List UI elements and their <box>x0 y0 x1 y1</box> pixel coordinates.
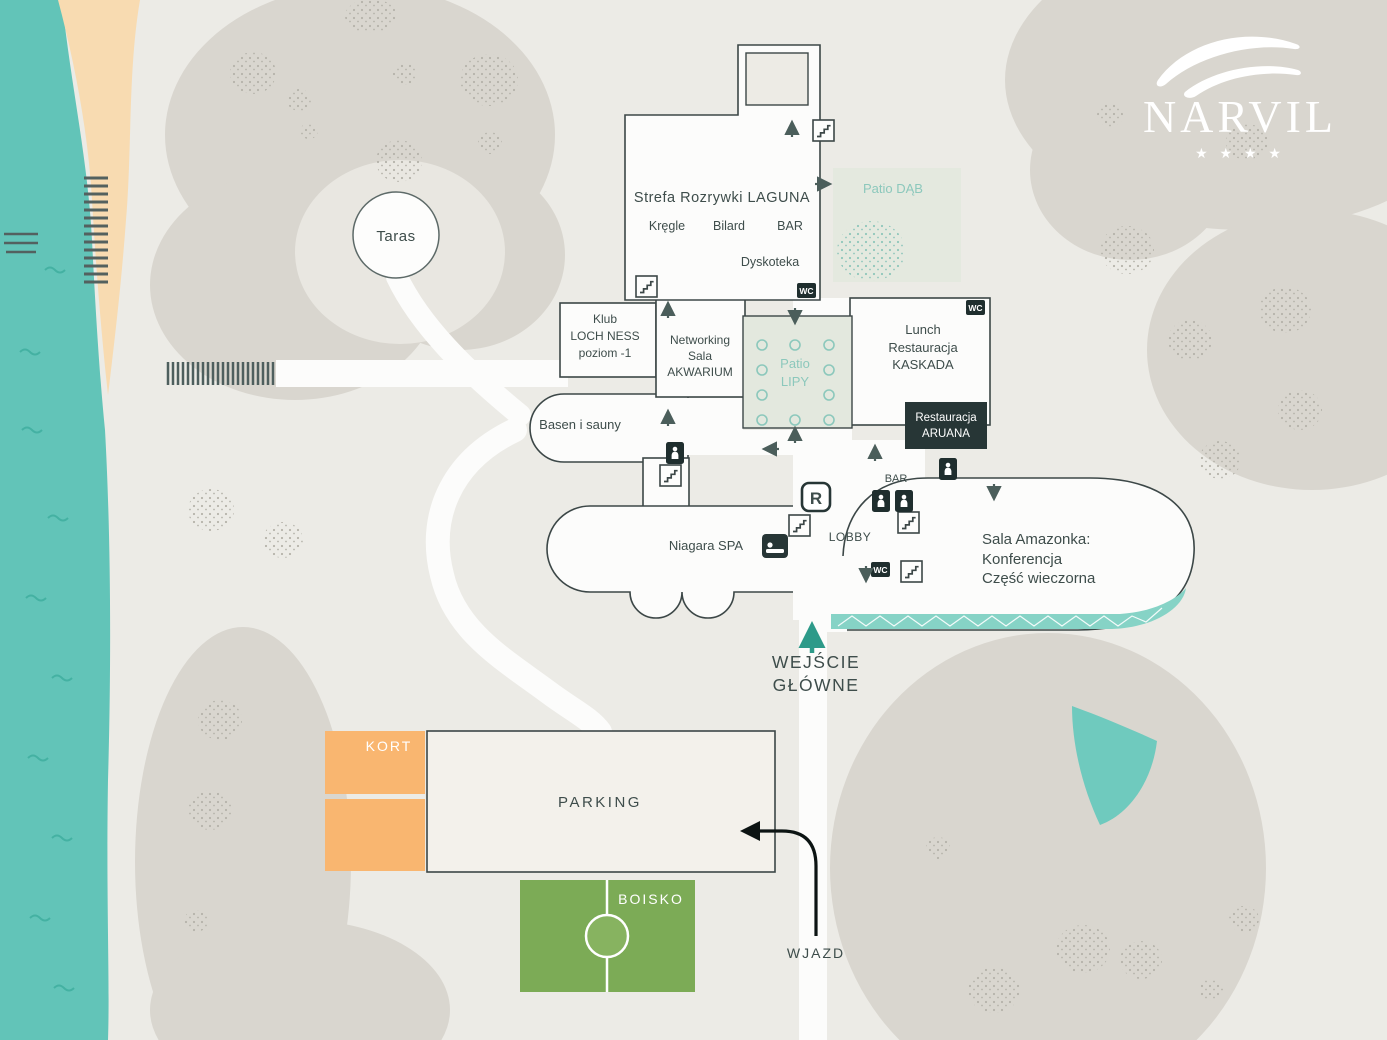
label-laguna-bar: BAR <box>777 219 803 233</box>
elevator-icon <box>939 458 957 480</box>
label-parking: PARKING <box>558 794 642 811</box>
wc-label: WC <box>968 303 982 313</box>
area-kort-2 <box>325 799 425 871</box>
elevator-icon <box>895 490 913 512</box>
bed-icon <box>762 534 788 558</box>
area-basen <box>529 393 689 463</box>
label-lochness-3: poziom -1 <box>579 346 632 360</box>
label-lochness-1: Klub <box>593 312 617 326</box>
label-dyskoteka: Dyskoteka <box>741 255 799 269</box>
label-wejscie-2: GŁÓWNE <box>773 674 860 695</box>
label-wejscie-1: WEJŚCIE <box>772 651 860 672</box>
label-bilard: Bilard <box>713 219 745 233</box>
wc-label: WC <box>799 286 813 296</box>
label-kregle: Kręgle <box>649 219 685 233</box>
area-parking <box>426 730 776 873</box>
area-taras <box>352 191 440 279</box>
sports-and-parking <box>325 730 776 992</box>
wc-icon: WC <box>871 562 890 577</box>
stairs-icon <box>635 275 658 298</box>
stairs-icon <box>659 464 682 487</box>
wc-label: WC <box>873 565 887 575</box>
label-aruana-1: Restauracja <box>915 412 977 424</box>
wc-icon: WC <box>797 283 816 298</box>
label-taras: Taras <box>376 228 415 245</box>
area-loch-ness <box>559 302 657 378</box>
label-amazonka-1: Sala Amazonka: <box>982 531 1090 548</box>
logo-stars: ★ ★ ★ ★ <box>1195 145 1285 161</box>
map-labels: Taras Strefa Rozrywki LAGUNA Kręgle Bila… <box>366 181 1096 961</box>
wc-icon: WC <box>966 300 985 315</box>
icons: WC WC WC R <box>635 119 985 583</box>
logo-swoosh-icon <box>1156 36 1300 87</box>
stairs-icon <box>900 560 923 583</box>
buildings <box>529 44 1195 632</box>
elevator-icon <box>872 490 890 512</box>
area-boisko <box>520 880 695 992</box>
label-patio-dab: Patio DĄB <box>863 181 923 196</box>
small-dock <box>4 232 38 254</box>
wjazd-arrow <box>740 821 818 936</box>
label-aruana-2: ARUANA <box>922 428 970 440</box>
label-amazonka-3: Część wieczorna <box>982 570 1096 587</box>
stairs-icon <box>812 119 835 142</box>
label-kaskada-1: Lunch <box>905 322 940 337</box>
area-kort-1 <box>325 731 425 794</box>
logo-swoosh-icon <box>1184 66 1301 98</box>
area-laguna <box>624 44 821 301</box>
tree-clusters <box>184 0 1322 1013</box>
logo-name: NARVIL <box>1143 91 1337 142</box>
label-basen: Basen i sauny <box>539 417 621 432</box>
label-patio-lipy-2: LIPY <box>781 374 810 389</box>
label-kaskada-3: KASKADA <box>892 357 954 372</box>
area-patio-lipy <box>742 315 853 429</box>
label-networking-2: Sala <box>688 349 712 363</box>
wave-marks <box>19 266 75 992</box>
patio-dab <box>833 168 961 282</box>
label-niagara: Niagara SPA <box>669 538 744 553</box>
area-aruana <box>905 402 987 449</box>
label-lobby-bar: BAR <box>885 473 908 485</box>
hotel-logo: NARVIL ★ ★ ★ ★ <box>1143 36 1337 161</box>
label-amazonka-2: Konferencja <box>982 551 1063 568</box>
stairs-icon <box>788 514 811 537</box>
label-lochness-2: LOCH NESS <box>570 329 639 343</box>
mosaic-strip <box>831 588 1186 629</box>
boardwalk-bridge <box>166 362 275 385</box>
roads <box>276 266 827 1040</box>
stairs-icon <box>897 511 920 534</box>
pier <box>84 176 108 284</box>
label-networking-1: Networking <box>670 333 730 347</box>
label-kaskada-2: Restauracja <box>888 340 958 355</box>
patio-lipy-plants <box>756 339 835 426</box>
label-wjazd: WJAZD <box>787 945 845 961</box>
label-laguna-title: Strefa Rozrywki LAGUNA <box>634 190 810 206</box>
direction-arrows <box>660 119 1002 584</box>
elevator-icon <box>666 442 684 464</box>
reception-icon: R <box>800 481 832 513</box>
label-lobby: LOBBY <box>829 530 872 544</box>
reception-label: R <box>810 489 822 508</box>
area-networking <box>655 297 746 398</box>
pond <box>1072 706 1157 825</box>
label-kort: KORT <box>366 738 413 754</box>
area-niagara-spa <box>546 505 801 619</box>
beach <box>58 0 140 395</box>
label-boisko: BOISKO <box>618 891 684 907</box>
entrance-road <box>799 610 827 1040</box>
laguna-roof-square <box>745 52 809 106</box>
label-patio-lipy-1: Patio <box>780 356 810 371</box>
label-networking-3: AKWARIUM <box>667 365 733 379</box>
river <box>0 0 111 1040</box>
area-amazonka <box>831 478 1195 630</box>
